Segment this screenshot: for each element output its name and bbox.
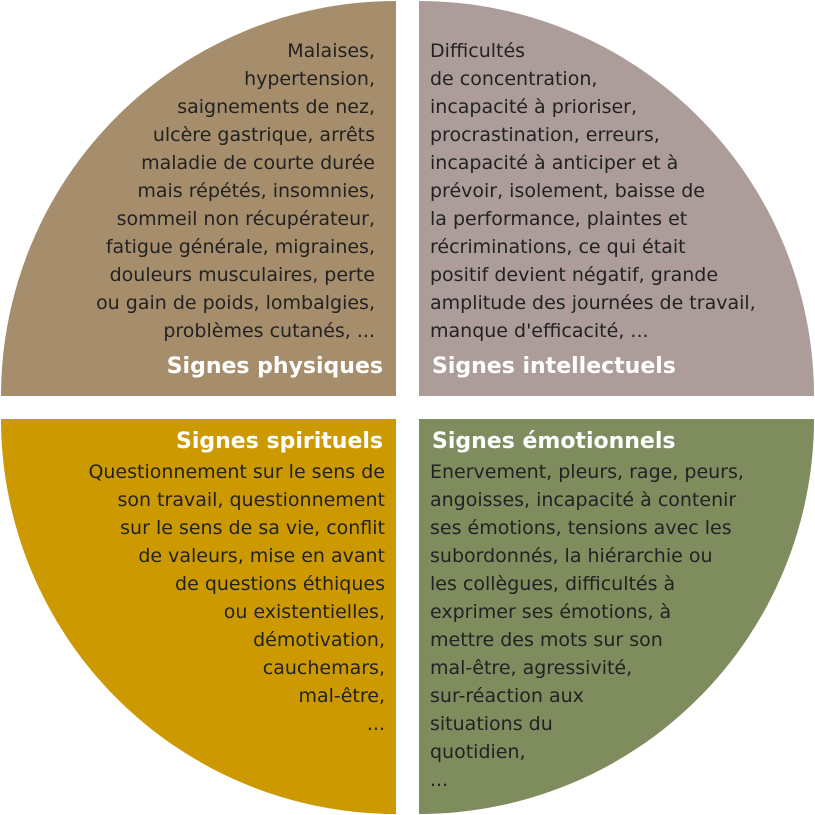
intellectual-sign-line: incapacité à anticiper et à [430, 152, 679, 174]
emotional-sign-line: ... [430, 769, 449, 791]
emotional-sign-line: subordonnés, la hiérarchie ou [430, 545, 713, 567]
intellectual-sign-line: amplitude des journées de travail, [430, 292, 756, 314]
emotional-quadrant [419, 419, 814, 814]
emotional-sign-line: angoisses, incapacité à contenir [430, 489, 737, 511]
emotional-sign-line: Enervement, pleurs, rage, peurs, [430, 461, 744, 483]
emotional-sign-line: situations du [430, 713, 553, 735]
spiritual-sign-line: sur le sens de sa vie, conflit [120, 517, 385, 539]
emotional-sign-line: mettre des mots sur son [430, 629, 663, 651]
emotional-sign-line: ses émotions, tensions avec les [430, 517, 732, 539]
intellectual-sign-line: de concentration, [430, 68, 598, 90]
physical-sign-line: fatigue générale, migraines, [105, 236, 375, 258]
physical-signs-title: Signes physiques [166, 354, 383, 379]
physical-sign-line: maladie de courte durée [141, 152, 375, 174]
intellectual-signs-text: Difficultés de concentration, incapacité à… [430, 37, 756, 345]
spiritual-sign-line: mal-être, [298, 685, 385, 707]
emotional-sign-line: sur-réaction aux [430, 685, 584, 707]
spiritual-sign-line: ... [366, 713, 385, 735]
intellectual-sign-line: procrastination, erreurs, [430, 124, 660, 146]
spiritual-sign-line: son travail, questionnement [117, 489, 385, 511]
physical-sign-line: ou gain de poids, lombalgies, [96, 292, 375, 314]
emotional-signs-text: Enervement, pleurs, rage, peurs, angoisse… [430, 458, 744, 794]
physical-sign-line: hypertension, [244, 68, 375, 90]
intellectual-sign-line: Difficultés [430, 40, 526, 62]
physical-sign-line: saignements de nez, [177, 96, 375, 118]
physical-sign-line: douleurs musculaires, perte [109, 264, 375, 286]
intellectual-sign-line: récriminations, ce qui était [430, 236, 686, 258]
spiritual-sign-line: ou existentielles, [223, 601, 385, 623]
emotional-sign-line: exprimer ses émotions, à [430, 601, 672, 623]
intellectual-quadrant [419, 1, 814, 396]
physical-quadrant [1, 1, 396, 396]
emotional-sign-line: quotidien, [430, 741, 526, 763]
intellectual-sign-line: la performance, plaintes et [430, 208, 688, 230]
spiritual-sign-line: cauchemars, [262, 657, 385, 679]
physical-signs-text: Malaises, hypertension, saignements de nez… [96, 37, 375, 345]
spiritual-quadrant [1, 419, 396, 814]
spiritual-sign-line: Questionnement sur le sens de [88, 461, 385, 483]
emotional-signs-title: Signes émotionnels [432, 429, 676, 454]
spiritual-sign-line: de valeurs, mise en avant [138, 545, 385, 567]
physical-sign-line: problèmes cutanés, ... [163, 320, 375, 342]
physical-sign-line: ulcère gastrique, arrêts [152, 124, 375, 146]
spiritual-sign-line: de questions éthiques [175, 573, 385, 595]
intellectual-sign-line: prévoir, isolement, baisse de [430, 180, 705, 202]
physical-sign-line: mais répétés, insomnies, [137, 180, 375, 202]
intellectual-sign-line: incapacité à prioriser, [430, 96, 638, 118]
emotional-sign-line: les collègues, difficultés à [430, 573, 676, 595]
intellectual-sign-line: positif devient négatif, grande [430, 264, 719, 286]
spiritual-sign-line: démotivation, [253, 629, 385, 651]
intellectual-sign-line: manque d'efficacité, ... [430, 320, 649, 342]
intellectual-signs-title: Signes intellectuels [432, 354, 676, 379]
spiritual-signs-text: Questionnement sur le sens de son travail… [88, 458, 385, 738]
physical-sign-line: Malaises, [287, 40, 375, 62]
physical-sign-line: sommeil non récupérateur, [116, 208, 375, 230]
emotional-sign-line: mal-être, agressivité, [430, 657, 633, 679]
spiritual-signs-title: Signes spirituels [176, 429, 383, 454]
